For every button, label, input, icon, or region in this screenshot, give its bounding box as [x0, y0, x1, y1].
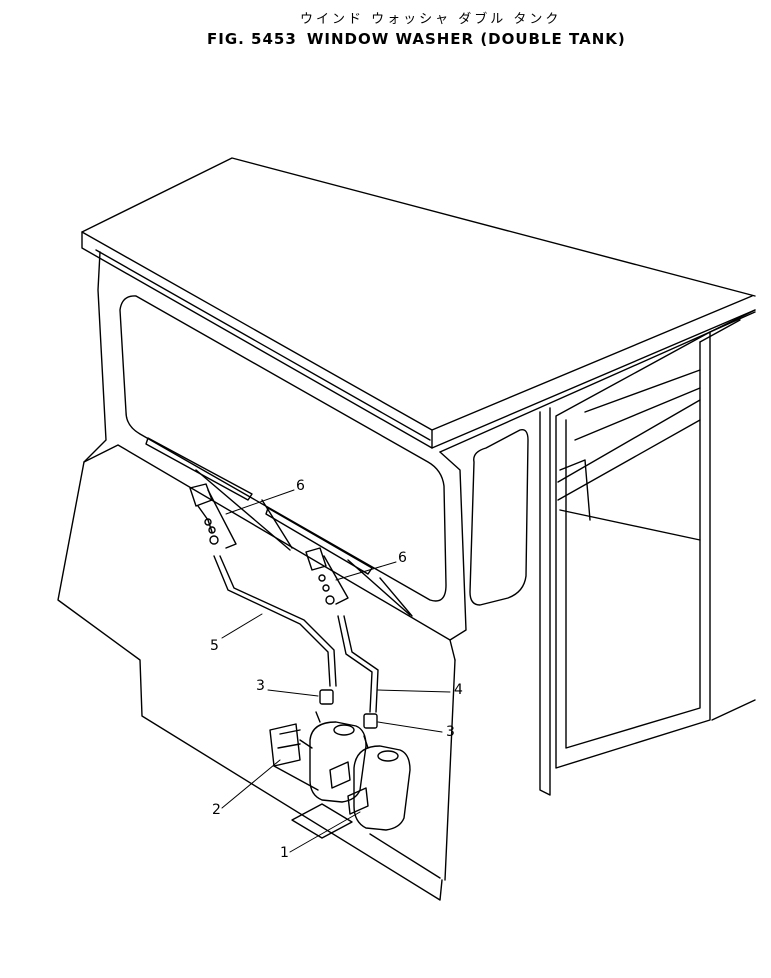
fitting-3-right	[363, 713, 378, 729]
callout-6-lower: 6	[398, 550, 407, 566]
fitting-3-left	[319, 689, 334, 705]
front-window	[119, 295, 447, 602]
figure-title: FIG. 5453 WINDOW WASHER (DOUBLE TANK)	[207, 30, 636, 48]
nozzle-left	[189, 483, 237, 549]
cab-front-panel	[57, 251, 467, 901]
hose-4	[337, 615, 379, 713]
nozzle-right	[305, 547, 349, 605]
callout-5: 5	[210, 638, 219, 654]
figure-number: FIG. 5453	[207, 30, 297, 48]
hose-5	[213, 555, 337, 687]
leader-lines	[221, 489, 451, 853]
side-door	[469, 309, 756, 796]
callout-3-right: 3	[446, 724, 455, 740]
figure-caption: WINDOW WASHER (DOUBLE TANK)	[306, 30, 626, 48]
mount-plate	[291, 803, 353, 839]
japanese-title: ウインド ウォッシャ ダブル タンク	[300, 12, 562, 27]
callout-2: 2	[212, 802, 221, 818]
wiper-right	[265, 507, 413, 617]
cab-roof	[81, 157, 756, 453]
callout-6-upper: 6	[296, 478, 305, 494]
callout-3-left: 3	[256, 678, 265, 694]
bracket	[269, 723, 319, 791]
tank-left	[299, 711, 367, 803]
tank-right	[347, 735, 411, 831]
callout-1: 1	[280, 845, 289, 861]
wiper-left	[145, 437, 293, 551]
callout-4: 4	[454, 682, 463, 698]
